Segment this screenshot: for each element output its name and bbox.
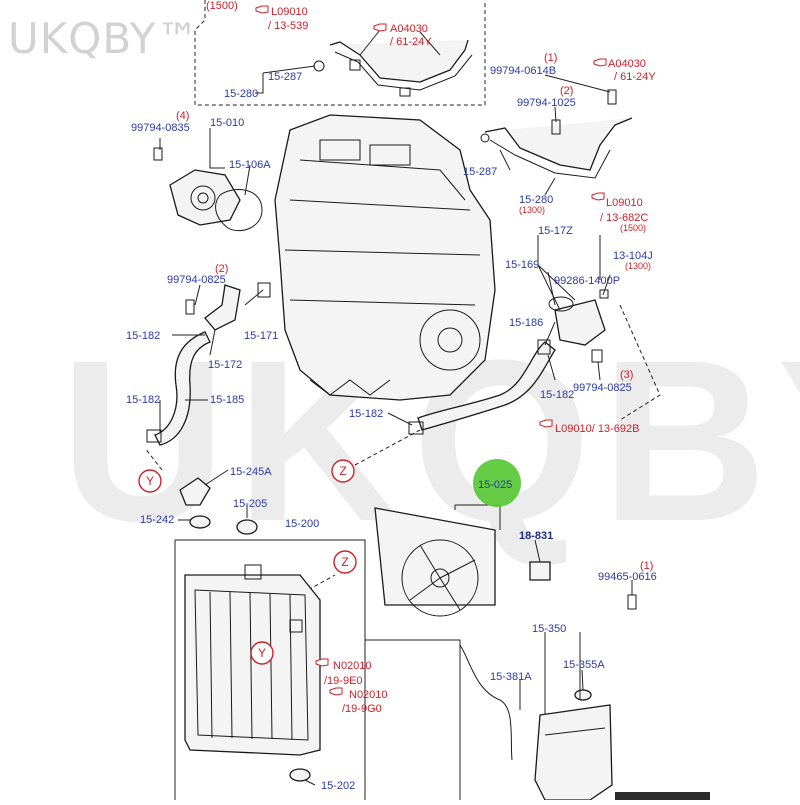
ref-19-9g0: /19-9G0 (342, 703, 382, 715)
part-15-287-b: 15-287 (463, 166, 497, 178)
ref-a04030-b: A04030 (608, 58, 646, 70)
part-15-17z: 15-17Z (538, 225, 573, 237)
radiator (184, 564, 321, 782)
part-99465-0616: 99465-0616 (598, 571, 657, 583)
ref-l09010-13-692b: L09010/ 13-692B (555, 423, 639, 435)
zone-marker-z-top: Z (331, 459, 355, 483)
part-13-104j: 13-104J (613, 250, 653, 262)
ref-1500-b: (1500) (620, 223, 646, 233)
svg-text:Z: Z (339, 464, 346, 478)
ref-13-682c: / 13-682C (600, 212, 648, 224)
part-15-350: 15-350 (532, 623, 566, 635)
engine-block (274, 114, 496, 401)
ref-n02010-a: N02010 (333, 660, 372, 672)
part-99794-0835: 99794-0835 (131, 122, 190, 134)
top-dashed-box (194, 0, 486, 106)
pointing-hand-icon (315, 658, 329, 667)
zone-marker-y-top: Y (138, 469, 162, 493)
highlight-dot[interactable] (473, 459, 521, 507)
part-15-355a: 15-355A (563, 659, 605, 671)
part-15-200: 15-200 (285, 518, 319, 530)
dash-y-top (144, 447, 163, 471)
cap-15-245a (179, 477, 211, 506)
pointing-hand-icon (539, 419, 553, 428)
qty-1-a: (1) (544, 52, 557, 64)
part-15-185: 15-185 (210, 394, 244, 406)
ref-61-24y-b: / 61-24Y (614, 71, 656, 83)
radiator-top-bracket (175, 539, 366, 800)
zone-marker-y-low: Y (250, 641, 274, 665)
part-15-287-a: 15-287 (268, 71, 302, 83)
ref-1500-top: (1500) (206, 0, 238, 12)
part-15-025: 15-025 (478, 479, 512, 491)
zone-marker-z-low: Z (333, 550, 357, 574)
qty-2-b: (2) (215, 263, 228, 275)
ref-61-24y-a: / 61-24Y (390, 36, 432, 48)
right-pipe-assembly (480, 89, 633, 179)
part-99794-0825-b: 99794-0825 (573, 382, 632, 394)
svg-text:Y: Y (146, 474, 154, 488)
ref-a04030-a: A04030 (390, 23, 428, 35)
part-15-186: 15-186 (509, 317, 543, 329)
watermark-brand: UKQBY™ (8, 14, 200, 63)
ref-n02010-b: N02010 (349, 689, 388, 701)
part-15-280-b: 15-280 (519, 194, 553, 206)
part-15-280-a: 15-280 (224, 88, 258, 100)
pointing-hand-icon (373, 23, 387, 32)
thermostat-housing (548, 289, 609, 363)
ref-1300-b: (1300) (625, 261, 651, 271)
part-15-171: 15-171 (244, 330, 278, 342)
qty-2-a: (2) (560, 85, 573, 97)
pointing-hand-icon (593, 58, 607, 67)
radiator-cap-15-205 (236, 519, 258, 535)
part-15-381a: 15-381A (490, 671, 532, 683)
leader-lines (159, 29, 633, 786)
top-pipe-assembly (313, 39, 473, 97)
part-15-169: 15-169 (505, 259, 539, 271)
part-15-202: 15-202 (321, 780, 355, 792)
fan-bracket (365, 639, 461, 800)
part-99794-0825-a: 99794-0825 (167, 274, 226, 286)
part-15-182-a: 15-182 (126, 330, 160, 342)
ref-l09010-a: L09010 (271, 6, 308, 18)
bottom-strip (615, 792, 710, 800)
part-15-106a: 15-106A (229, 159, 271, 171)
qty-4: (4) (176, 110, 189, 122)
dash-right (619, 304, 661, 421)
ref-1300-a: (1300) (519, 205, 545, 215)
qty-1-b: (1) (640, 560, 653, 572)
fan-shroud (374, 507, 551, 617)
svg-text:Y: Y (258, 646, 266, 660)
svg-text:Z: Z (341, 555, 348, 569)
pointing-hand-icon (255, 5, 269, 14)
part-15-205: 15-205 (233, 498, 267, 510)
part-15-182-c: 15-182 (349, 408, 383, 420)
part-15-242: 15-242 (140, 514, 174, 526)
part-15-172: 15-172 (208, 359, 242, 371)
dash-z-top (354, 429, 421, 466)
qty-3: (3) (620, 369, 633, 381)
part-15-245a: 15-245A (230, 466, 272, 478)
reservoir (459, 594, 637, 801)
pointing-hand-icon (591, 192, 605, 201)
part-18-831: 18-831 (519, 530, 553, 542)
water-pump (153, 147, 263, 232)
part-15-182-d: 15-182 (126, 394, 160, 406)
ref-l09010-b: L09010 (606, 197, 643, 209)
pointing-hand-icon (329, 687, 343, 696)
ref-13-539: / 13-539 (268, 20, 308, 32)
part-15-010: 15-010 (210, 117, 244, 129)
part-99286-1400p: 99286-1400P (554, 275, 620, 287)
ref-19-9e0: /19-9E0 (324, 675, 363, 687)
hose-15-186 (408, 339, 556, 435)
part-15-182-b: 15-182 (540, 389, 574, 401)
drain-plug-15-242 (189, 515, 211, 529)
part-99794-0614b: 99794-0614B (490, 65, 556, 77)
part-99794-1025: 99794-1025 (517, 97, 576, 109)
